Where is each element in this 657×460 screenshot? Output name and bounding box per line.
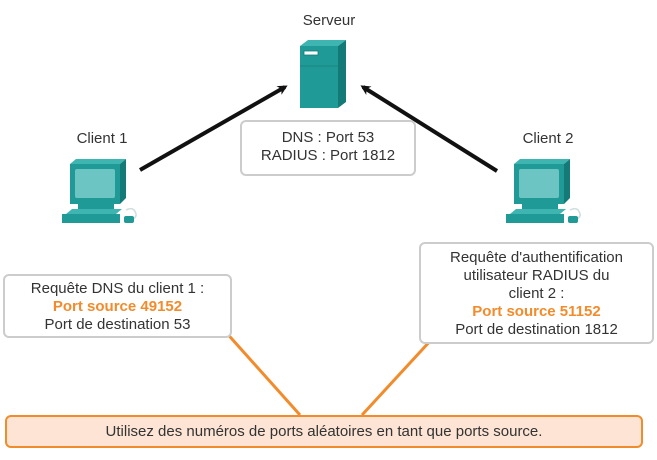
- client2-request-label-2: utilisateur RADIUS du: [463, 267, 610, 284]
- client2-source-port: Port source 51152: [472, 303, 601, 320]
- client2-request-label-1: Requête d'authentification: [450, 249, 623, 266]
- client1-source-port: Port source 49152: [52, 298, 183, 315]
- random-source-ports-note: Utilisez des numéros de ports aléatoires…: [5, 415, 643, 448]
- server-label: Serveur: [302, 12, 356, 29]
- server-port-radius: RADIUS : Port 1812: [260, 147, 396, 164]
- server-icon: [300, 40, 346, 108]
- client1-computer-icon: [62, 159, 137, 223]
- client1-to-server-arrow: [139, 85, 288, 172]
- server-ports-box: DNS : Port 53 RADIUS : Port 1812: [240, 120, 416, 176]
- client2-to-server-arrow: [360, 85, 499, 173]
- client1-label: Client 1: [76, 130, 128, 147]
- client1-info-box: Requête DNS du client 1 : Port source 49…: [3, 274, 232, 338]
- client1-request-label: Requête DNS du client 1 :: [30, 280, 205, 297]
- server-port-dns: DNS : Port 53: [281, 129, 375, 146]
- client1-dest-port: Port de destination 53: [44, 316, 191, 333]
- client2-computer-icon: [506, 159, 581, 223]
- client2-label: Client 2: [522, 130, 574, 147]
- client2-dest-port: Port de destination 1812: [455, 321, 618, 338]
- client2-request-label-3: client 2 :: [508, 285, 565, 302]
- client2-info-box: Requête d'authentification utilisateur R…: [419, 242, 654, 344]
